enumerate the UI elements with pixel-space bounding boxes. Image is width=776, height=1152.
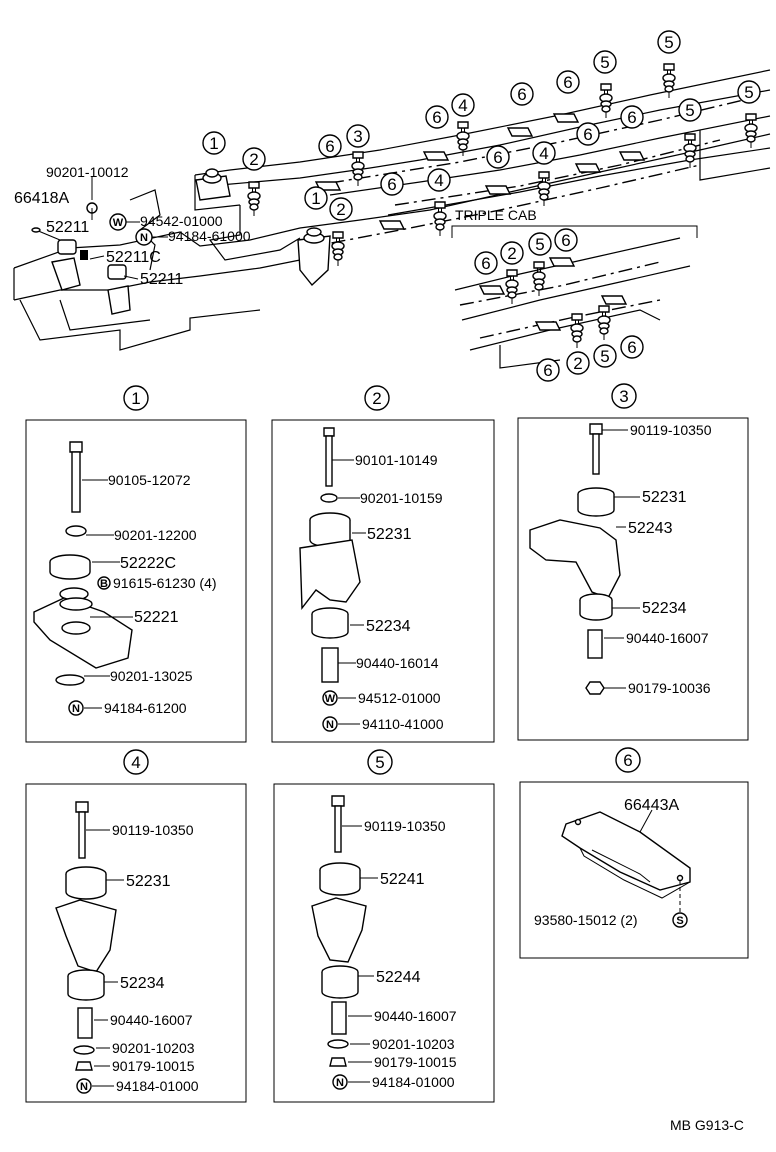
box5-label-2: 52241	[380, 871, 425, 888]
box4-label-6: 90179-10015	[112, 1058, 195, 1074]
triple-cab-inset: TRIPLE CAB 6 2 5 6 6 2 5 6	[451, 207, 698, 382]
svg-text:5: 5	[600, 53, 609, 72]
box1-label-1: 90105-12072	[108, 472, 191, 488]
box2-label-3: 52231	[367, 526, 412, 543]
box5-label-3: 52244	[376, 969, 421, 986]
box1-label-7: 94184-61200	[104, 700, 187, 716]
svg-text:2: 2	[507, 244, 516, 263]
box3-label-6: 90179-10036	[628, 680, 711, 696]
box4-label-5: 90201-10203	[112, 1040, 195, 1056]
svg-text:4: 4	[458, 96, 467, 115]
detail-box-6: 6 S 66443A 93580-15012 (2)	[519, 747, 749, 959]
svg-text:N: N	[326, 719, 334, 731]
svg-text:N: N	[336, 1077, 344, 1089]
svg-text:6: 6	[563, 73, 572, 92]
box2-label-1: 90101-10149	[355, 452, 438, 468]
box3-label-1: 90119-10350	[630, 422, 712, 438]
box1-label-5: 52221	[134, 609, 179, 626]
svg-text:5: 5	[664, 33, 673, 52]
detail-box-5: 5 N 90119-10350 52241 52244 90440-16007 …	[273, 749, 495, 1103]
svg-text:B: B	[100, 578, 108, 590]
box4-title: 4	[131, 753, 140, 772]
svg-text:1: 1	[209, 134, 218, 153]
box6-label-2: 93580-15012 (2)	[534, 912, 638, 928]
box4-label-4: 90440-16007	[110, 1012, 193, 1028]
label-52211-lower: 52211	[140, 271, 183, 288]
svg-text:6: 6	[325, 137, 334, 156]
box5-label-6: 90179-10015	[374, 1054, 457, 1070]
washer-letter-w: W	[113, 217, 124, 229]
box4-label-3: 52234	[120, 975, 165, 992]
svg-text:4: 4	[434, 171, 443, 190]
box6-label-1: 66443A	[624, 797, 679, 814]
svg-text:6: 6	[387, 175, 396, 194]
diagram-code: MB G913-C	[670, 1117, 744, 1133]
box2-label-2: 90201-10159	[360, 490, 443, 506]
svg-text:6: 6	[583, 125, 592, 144]
svg-text:3: 3	[353, 127, 362, 146]
box5-label-5: 90201-10203	[372, 1036, 455, 1052]
svg-text:6: 6	[627, 108, 636, 127]
nut-letter-n: N	[140, 232, 148, 244]
detail-box-3: 3 90119-10350 52231 52243 52234 90440-16…	[517, 383, 749, 741]
svg-text:5: 5	[744, 83, 753, 102]
svg-text:5: 5	[535, 235, 544, 254]
svg-text:2: 2	[336, 200, 345, 219]
box3-label-3: 52243	[628, 520, 673, 537]
label-52211-upper: 52211	[46, 219, 89, 236]
label-52211C: 52211C	[106, 249, 161, 266]
box4-label-7: 94184-01000	[116, 1078, 199, 1094]
svg-text:5: 5	[600, 347, 609, 366]
box5-label-4: 90440-16007	[374, 1008, 457, 1024]
svg-text:4: 4	[539, 144, 548, 163]
svg-text:6: 6	[493, 148, 502, 167]
box3-label-5: 90440-16007	[626, 630, 709, 646]
triple-cab-label: TRIPLE CAB	[455, 207, 537, 223]
box5-title: 5	[375, 753, 384, 772]
box3-label-4: 52234	[642, 600, 687, 617]
callout-circles: 1 2 6 3 1 2 6 6 4 4 6 6 4 6 6 5 6 5 5 5	[202, 30, 761, 221]
svg-text:N: N	[72, 703, 80, 715]
box1-title: 1	[131, 389, 140, 408]
svg-text:W: W	[325, 693, 336, 705]
box4-label-1: 90119-10350	[112, 822, 194, 838]
svg-text:6: 6	[481, 254, 490, 273]
box2-label-5: 90440-16014	[356, 655, 439, 671]
svg-text:6: 6	[627, 338, 636, 357]
frame-overview: W N	[13, 63, 771, 351]
box5-label-1: 90119-10350	[364, 818, 446, 834]
box2-label-4: 52234	[366, 618, 411, 635]
svg-text:5: 5	[685, 101, 694, 120]
label-90201-10012: 90201-10012	[46, 164, 129, 180]
box1-label-6: 90201-13025	[110, 668, 193, 684]
detail-box-4: 4 N 90119-10350 52231 52234 90440-16007 …	[25, 749, 247, 1103]
box2-label-6: 94512-01000	[358, 690, 441, 706]
svg-text:6: 6	[543, 361, 552, 380]
box1-label-4: 91615-61230 (4)	[113, 575, 217, 591]
svg-text:2: 2	[249, 150, 258, 169]
svg-text:2: 2	[573, 354, 582, 373]
box4-label-2: 52231	[126, 873, 171, 890]
svg-text:6: 6	[517, 85, 526, 104]
label-66418A: 66418A	[14, 190, 69, 207]
svg-text:6: 6	[432, 108, 441, 127]
box1-label-3: 52222C	[120, 555, 176, 572]
label-94542-01000: 94542-01000	[140, 213, 223, 229]
box2-label-7: 94110-41000	[362, 716, 444, 732]
label-94184-61000: 94184-61000	[168, 228, 251, 244]
box3-label-2: 52231	[642, 489, 687, 506]
svg-text:1: 1	[311, 189, 320, 208]
box1-label-2: 90201-12200	[114, 527, 197, 543]
detail-box-1: 1 N B 90105-12072 90201-12200 52222C 916…	[25, 385, 247, 743]
box2-title: 2	[372, 389, 381, 408]
svg-text:N: N	[80, 1081, 88, 1093]
detail-box-2: 2 W N 90101-10149 90201-10159 52231 5223…	[271, 385, 495, 743]
svg-text:S: S	[676, 915, 683, 927]
box5-label-7: 94184-01000	[372, 1074, 455, 1090]
box3-title: 3	[619, 387, 628, 406]
svg-text:6: 6	[561, 231, 570, 250]
box6-title: 6	[623, 751, 632, 770]
